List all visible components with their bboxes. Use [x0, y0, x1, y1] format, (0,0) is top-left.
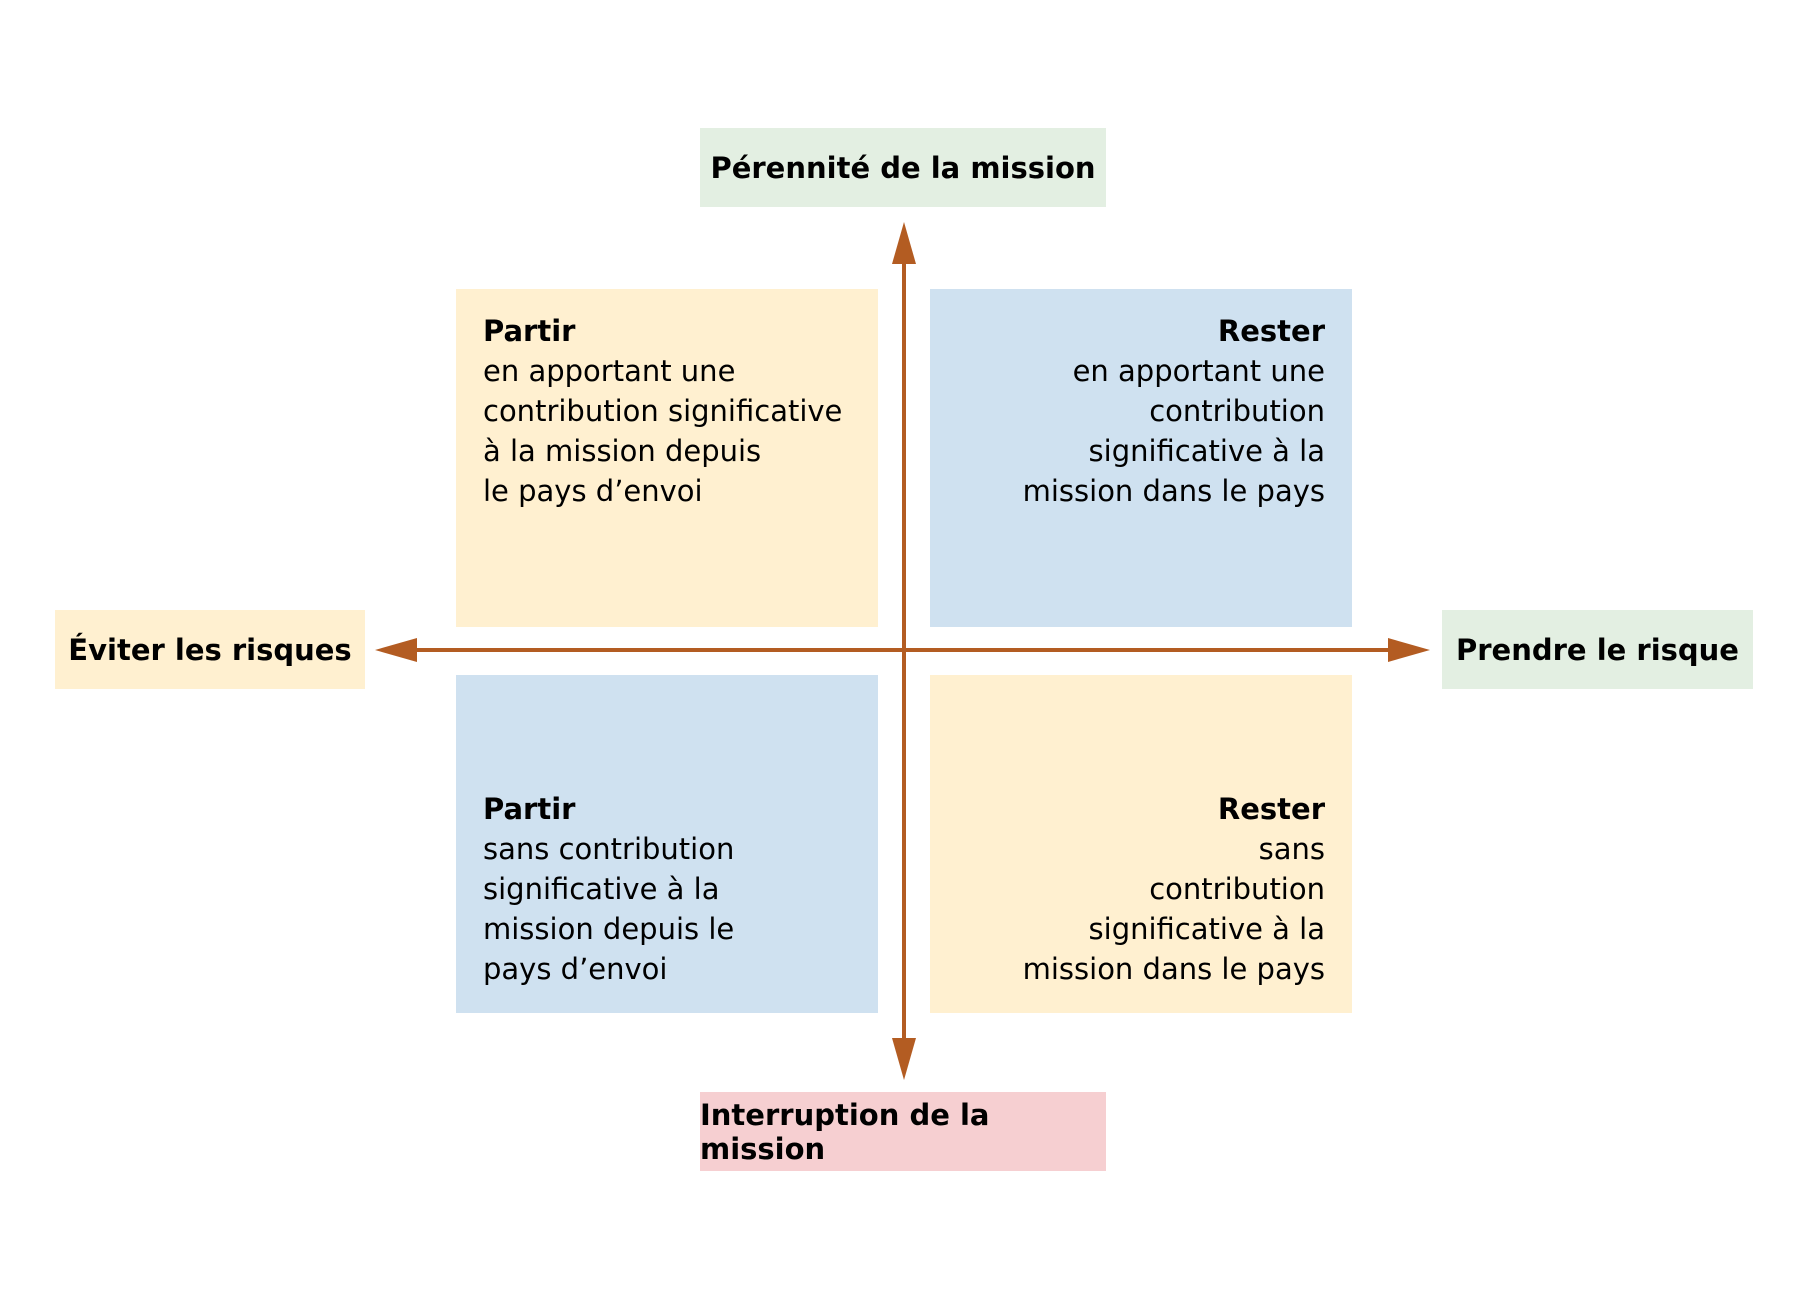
quadrant-line: sans: [1258, 832, 1325, 866]
axis-label-top: Pérennité de la mission: [700, 128, 1106, 207]
quadrant-line: contribution: [1149, 872, 1325, 906]
quadrant-line: significative à la: [1088, 434, 1325, 468]
quadrant-bottom-left: Partir sans contribution significative à…: [456, 675, 878, 1013]
quadrant-line: significative à la: [483, 872, 720, 906]
arrow-left-icon: [375, 638, 417, 662]
quadrant-bottom-right: Rester sans contribution significative à…: [930, 675, 1352, 1013]
quadrant-line: en apportant une: [1072, 354, 1325, 388]
quadrant-line: significative à la: [1088, 912, 1325, 946]
quadrant-line: mission dans le pays: [1022, 952, 1325, 986]
quadrant-line: en apportant une: [483, 354, 736, 388]
quadrant-line: contribution significative: [483, 394, 843, 428]
quadrant-line: mission dans le pays: [1022, 474, 1325, 508]
axis-label-bottom: Interruption de la mission: [700, 1092, 1106, 1171]
arrow-right-icon: [1388, 638, 1430, 662]
quadrant-title: Rester: [1217, 314, 1325, 348]
quadrant-title: Rester: [1217, 792, 1325, 826]
axis-label-left: Éviter les risques: [55, 610, 365, 689]
quadrant-title: Partir: [483, 792, 576, 826]
arrow-down-icon: [892, 1038, 916, 1080]
arrow-up-icon: [892, 222, 916, 264]
quadrant-line: sans contribution: [483, 832, 735, 866]
quadrant-top-left: Partir en apportant une contribution sig…: [456, 289, 878, 627]
quadrant-line: pays d’envoi: [483, 952, 668, 986]
quadrant-title: Partir: [483, 314, 576, 348]
quadrant-line: à la mission depuis: [483, 434, 762, 468]
quadrant-line: mission depuis le: [483, 912, 735, 946]
axis-label-right: Prendre le risque: [1442, 610, 1753, 689]
quadrant-line: le pays d’envoi: [483, 474, 703, 508]
quadrant-top-right: Rester en apportant une contribution sig…: [930, 289, 1352, 627]
quadrant-line: contribution: [1149, 394, 1325, 428]
